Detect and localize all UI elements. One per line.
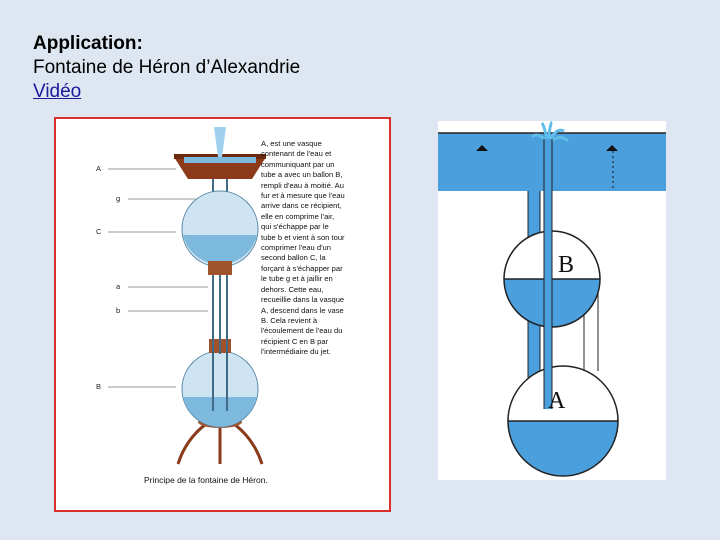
upper-globe-water [183,235,257,265]
outlet-marker-left [476,145,488,151]
leader-lines [108,168,208,388]
tripod-legs [176,422,264,465]
fountain-drawing [108,127,266,465]
schematic-drawing [438,121,666,477]
label-c: C [96,227,102,236]
figure-caption: Principe de la fontaine de Héron. [144,475,268,485]
video-link[interactable]: Vidéo [33,81,82,102]
label-a: a [116,282,121,291]
heron-fountain-illustration: A g C a b B A, est une vasque contenant … [54,117,391,512]
label-g: g [116,194,121,203]
vessel-a [507,365,619,422]
slide-title: Application: [33,33,143,54]
heron-fountain-diagram: B A [438,121,666,480]
slide-subtitle: Fontaine de Héron d’Alexandrie [33,57,301,78]
outlet-marker-right [606,145,618,151]
label-a-upper: A [96,164,102,173]
vessel-a-label: A [548,388,566,414]
label-b-upper: B [96,382,102,391]
lower-globe-water [183,397,257,427]
jet-tube [544,139,552,409]
slide-heading: Application: Fontaine de Héron d’Alexand… [33,32,300,104]
fountain-description: A, est une vasque contenant de l'eau et … [261,139,345,357]
upper-collar [208,261,232,275]
jet [214,127,226,157]
label-b: b [116,306,121,315]
vessel-b-label: B [558,252,575,278]
